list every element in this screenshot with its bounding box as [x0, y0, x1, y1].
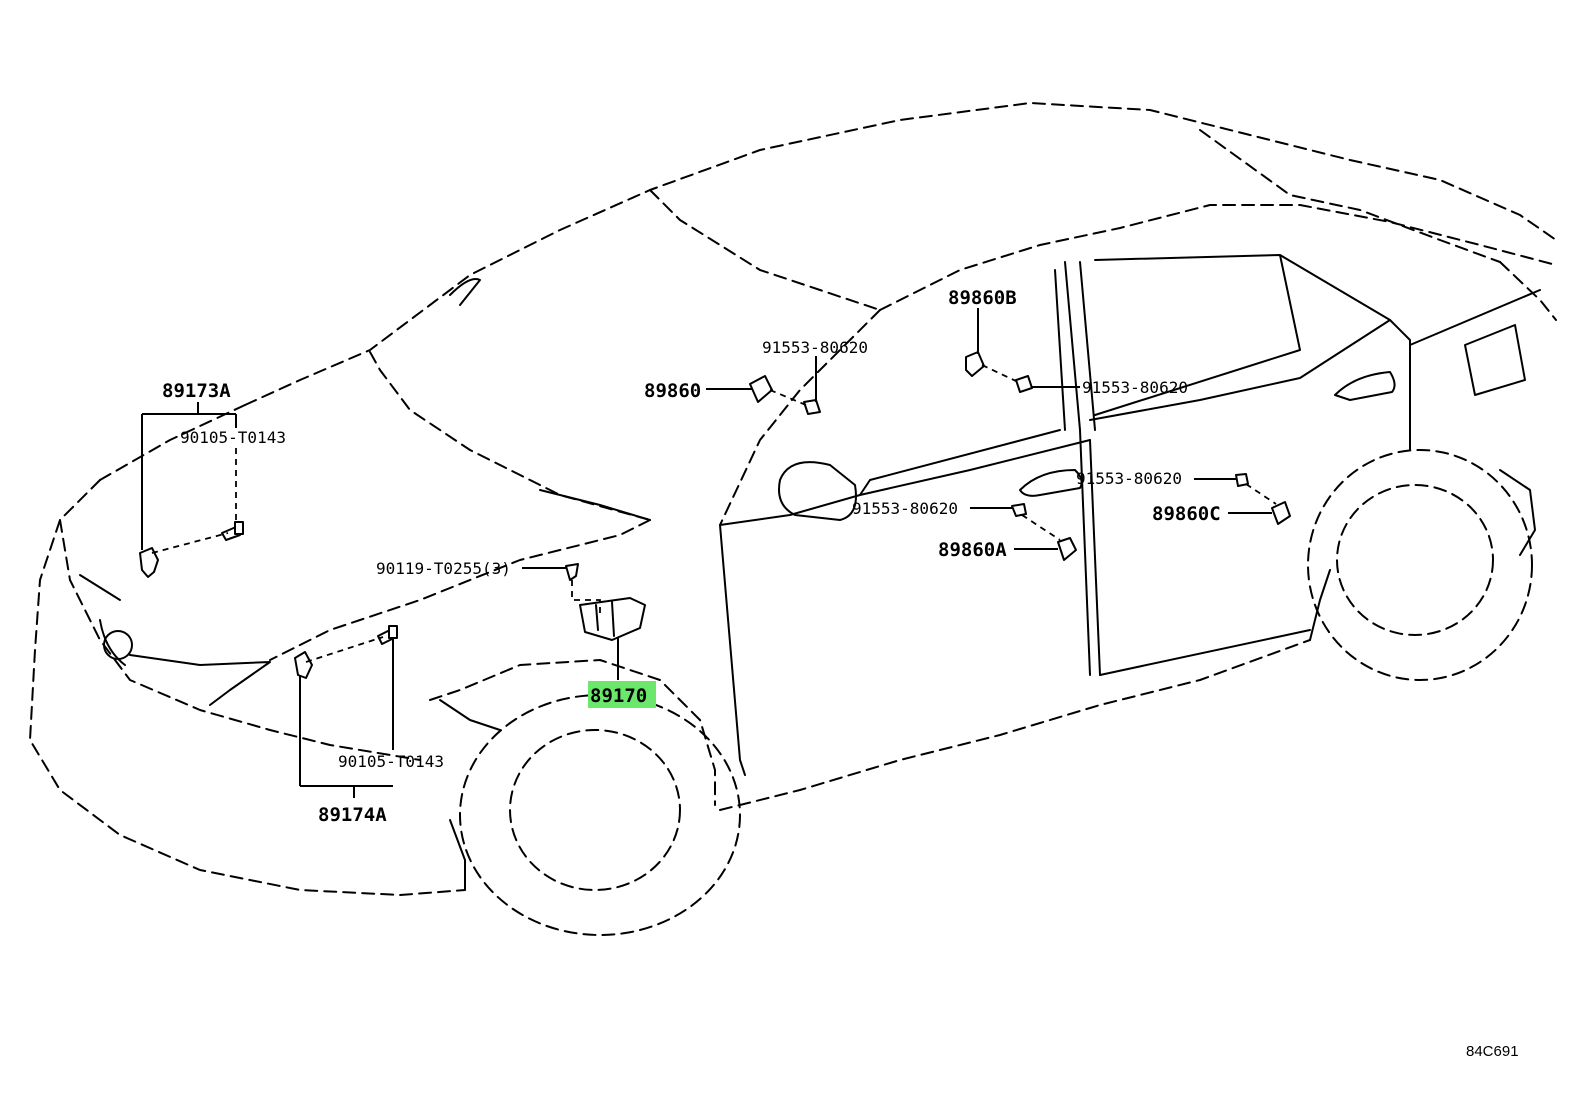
- bolt-91553-d[interactable]: [1235, 473, 1249, 487]
- label-90105-top[interactable]: 90105-T0143: [180, 428, 286, 447]
- label-89860b[interactable]: 89860B: [948, 287, 1017, 309]
- car-outline: [29, 102, 1557, 936]
- label-91553-b[interactable]: 91553-80620: [1082, 378, 1188, 397]
- part-89860-sensor[interactable]: [749, 375, 773, 403]
- bolt-91553-a[interactable]: [803, 399, 821, 415]
- label-89170[interactable]: 89170: [590, 685, 647, 707]
- part-89170-sensor[interactable]: [579, 597, 646, 641]
- bolt-91553-c[interactable]: [1011, 503, 1027, 517]
- label-91553-a[interactable]: 91553-80620: [762, 338, 868, 357]
- part-89174a-sensor[interactable]: [294, 651, 313, 679]
- leader-lines: [141, 308, 1272, 798]
- label-91553-c[interactable]: 91553-80620: [852, 499, 958, 518]
- bolt-90119[interactable]: [565, 563, 579, 581]
- label-89174a[interactable]: 89174A: [318, 804, 387, 826]
- label-91553-d[interactable]: 91553-80620: [1076, 469, 1182, 488]
- label-89860a[interactable]: 89860A: [938, 539, 1007, 561]
- bolt-90105-bottom[interactable]: [377, 625, 398, 645]
- diagram-reference: 84C691: [1466, 1043, 1519, 1060]
- highlight-89170: [588, 681, 656, 708]
- label-90105-bottom[interactable]: 90105-T0143: [338, 752, 444, 771]
- part-89173a-sensor[interactable]: [139, 547, 159, 578]
- bolt-90105-top[interactable]: [221, 521, 244, 541]
- label-89173a[interactable]: 89173A: [162, 380, 231, 402]
- bolt-91553-b[interactable]: [1015, 375, 1033, 393]
- label-90119[interactable]: 90119-T0255(3): [376, 559, 511, 578]
- label-89860c[interactable]: 89860C: [1152, 503, 1221, 525]
- label-89860[interactable]: 89860: [644, 380, 701, 402]
- car-solid-details: [79, 254, 1541, 891]
- part-89860a-sensor[interactable]: [1057, 537, 1077, 561]
- part-89860c-sensor[interactable]: [1271, 501, 1291, 525]
- part-89860b-sensor[interactable]: [965, 351, 985, 377]
